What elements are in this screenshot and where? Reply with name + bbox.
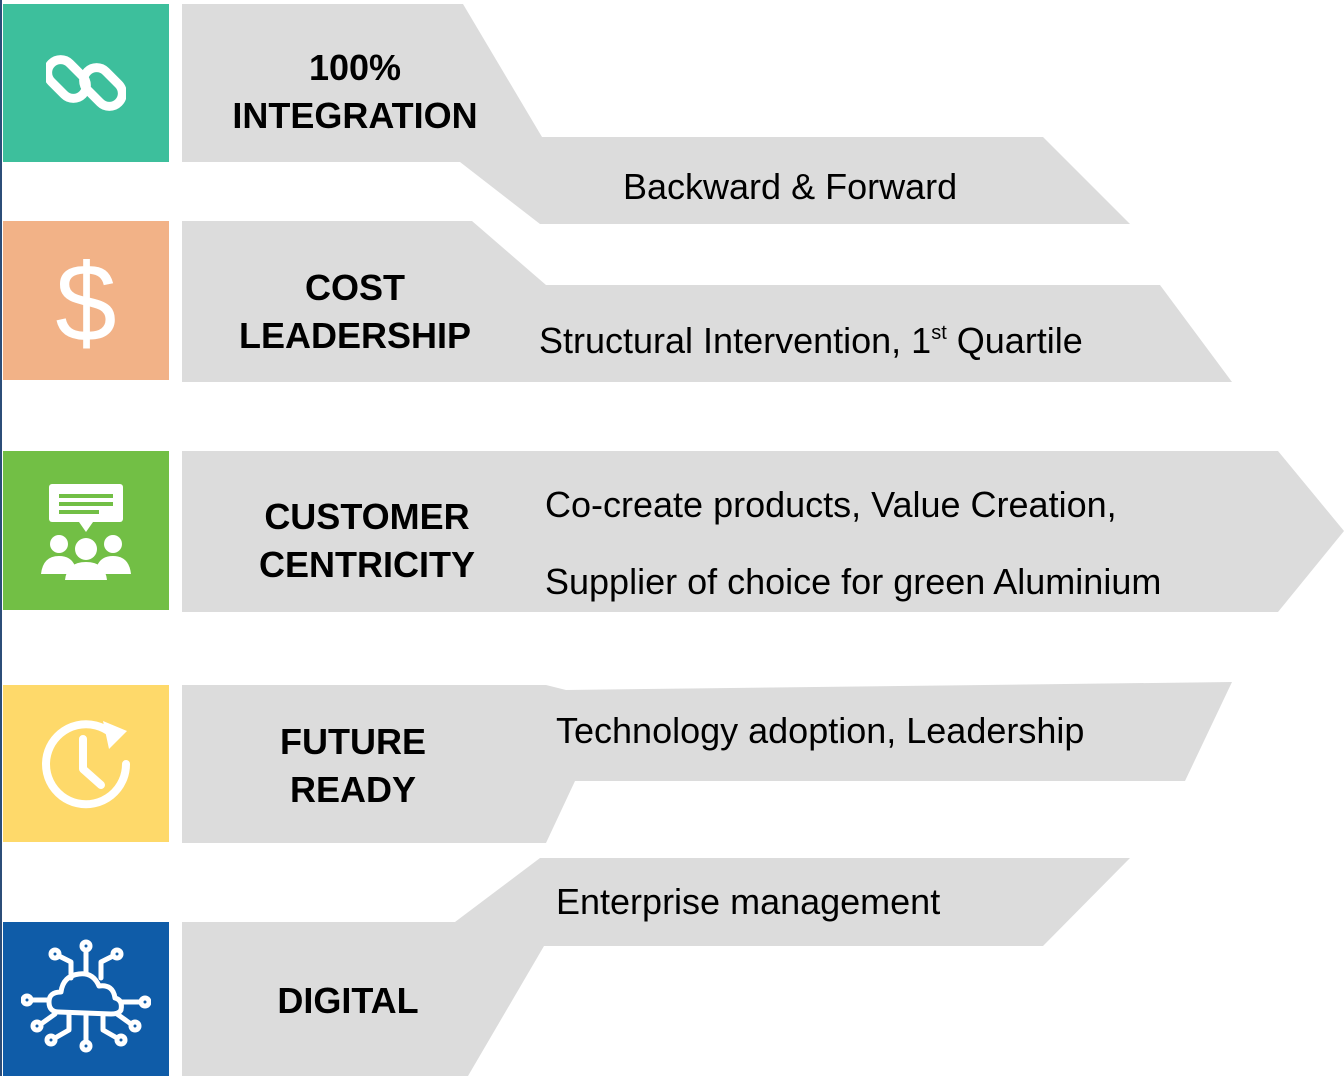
band-future-ready (182, 682, 1232, 843)
label-cost-leadership: COST LEADERSHIP (238, 267, 472, 356)
desc-cost-leadership-main: Structural Intervention, 1 (539, 320, 932, 361)
desc-digital: Enterprise management (556, 881, 941, 922)
left-edge-line (0, 0, 2, 1076)
desc-integration: Backward & Forward (623, 166, 958, 207)
icon-box-digital (3, 922, 169, 1076)
band-integration (182, 4, 1130, 224)
desc-cost-leadership: Structural Intervention, 1st Quartile (539, 320, 1083, 362)
cloud-network-icon (21, 939, 151, 1053)
label-future-ready: FUTURE READY (280, 721, 426, 810)
band-customer-centricity (182, 451, 1344, 612)
label-integration: 100% INTEGRATION (232, 47, 478, 136)
desc-future-ready: Technology adoption, Leadership (556, 710, 1085, 751)
clock-refresh-icon (42, 719, 131, 808)
dollar-sign-icon: $ (55, 246, 116, 356)
desc-cost-leadership-sup: st (931, 322, 947, 344)
desc-customer-centricity-line1: Co-create products, Value Creation, (545, 484, 1117, 525)
customer-group-icon (41, 483, 131, 580)
desc-customer-centricity-line2: Supplier of choice for green Aluminium (545, 561, 1162, 602)
svg-text:$: $ (55, 246, 116, 356)
icon-box-future-ready (3, 685, 169, 842)
band-cost-leadership (182, 221, 1232, 382)
label-customer-centricity: CUSTOMER CENTRICITY (259, 496, 475, 585)
icon-box-cost-leadership: $ (3, 221, 169, 380)
chain-link-icon (46, 55, 126, 111)
desc-cost-leadership-end: Quartile (946, 320, 1083, 361)
band-digital (182, 858, 1130, 1076)
label-digital: DIGITAL (277, 980, 419, 1021)
icon-box-customer-centricity (3, 451, 169, 610)
icon-box-integration (3, 4, 169, 162)
